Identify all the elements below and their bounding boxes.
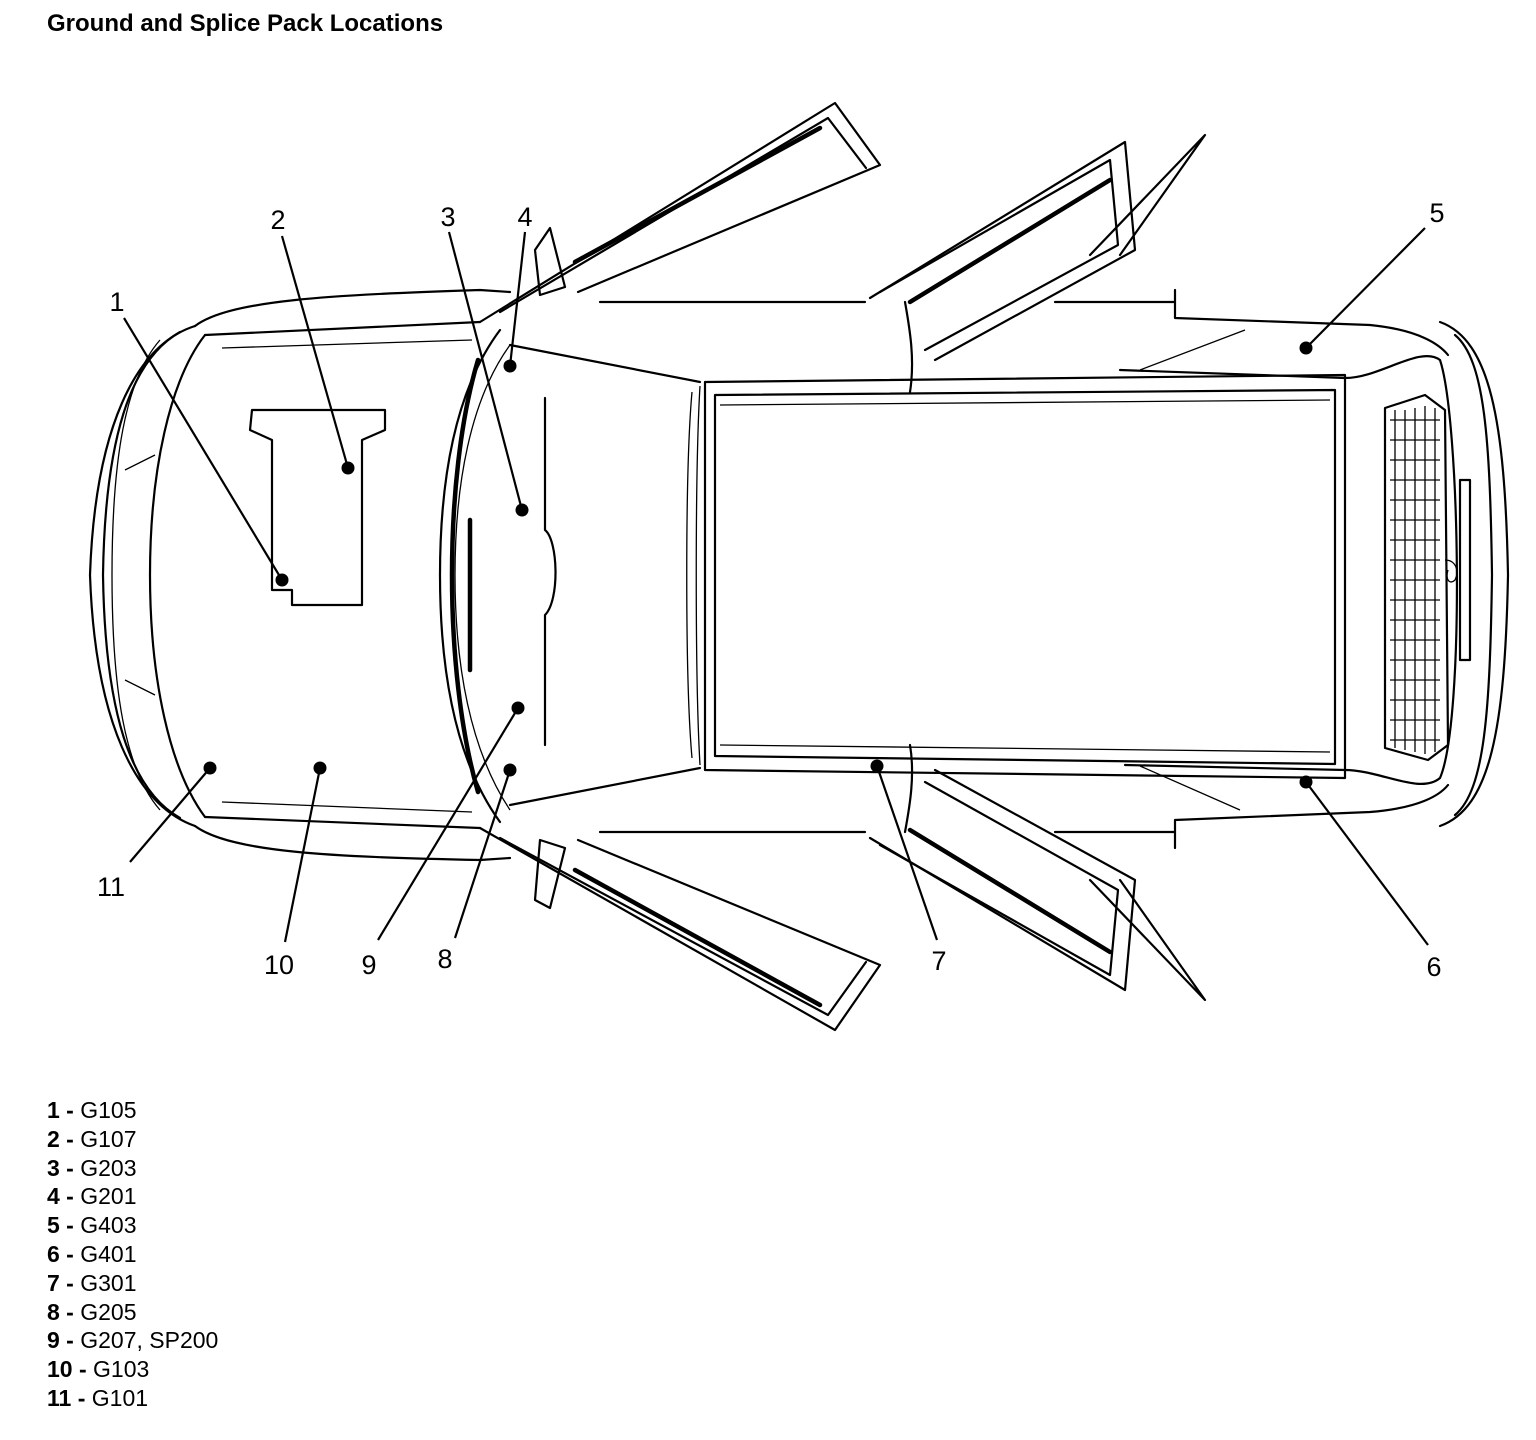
cowl-panel-line xyxy=(543,396,557,747)
legend-item: 1 - G105 xyxy=(47,1097,137,1123)
rear-left-door xyxy=(868,133,1207,362)
ground-location-dot-8 xyxy=(503,763,517,777)
callout-number-4: 4 xyxy=(517,202,532,232)
legend-item: 3 - G203 xyxy=(47,1154,137,1181)
callout-number-9: 9 xyxy=(361,950,376,980)
legend-item-number: 10 xyxy=(47,1356,73,1383)
callout-number-5: 5 xyxy=(1429,198,1444,228)
ground-location-dot-9 xyxy=(511,701,525,715)
legend-item-number: 4 xyxy=(47,1183,60,1210)
vehicle-top-view-diagram: 1 2 3 4 5 6 7 8 9 10 11 xyxy=(88,101,1510,1032)
legend-item-label: G103 xyxy=(93,1356,150,1383)
front-left-door xyxy=(478,101,882,324)
ground-location-dot-1 xyxy=(275,573,289,587)
vehicle-body-outline xyxy=(88,288,1510,862)
ground-location-dot-4 xyxy=(503,359,517,373)
legend-item-label: G203 xyxy=(80,1154,137,1181)
rear-right-door xyxy=(868,768,1207,1002)
ground-location-dot-2 xyxy=(341,461,355,475)
legend-item-label: G107 xyxy=(80,1125,137,1152)
legend-item-number: 7 xyxy=(47,1269,60,1296)
callout-leader-lines xyxy=(123,227,1429,946)
ground-location-dot-3 xyxy=(515,503,529,517)
callout-number-1: 1 xyxy=(109,287,124,317)
callout-number-2: 2 xyxy=(270,205,285,235)
legend-item: 10 - G103 xyxy=(47,1356,150,1383)
legend-item: 9 - G207, SP200 xyxy=(47,1327,219,1354)
legend-item-number: 5 xyxy=(47,1212,60,1239)
legend-list: 1 - G105 2 - G107 3 - G203 4 - G201 5 - … xyxy=(47,1096,218,1413)
front-right-door xyxy=(478,826,882,1032)
legend-item: 5 - G403 xyxy=(47,1212,137,1239)
legend-item-label: G401 xyxy=(80,1240,137,1267)
callout-number-7: 7 xyxy=(931,946,946,976)
legend-item-number: 2 xyxy=(47,1125,60,1152)
rear-defogger-grid xyxy=(1390,406,1440,754)
ground-location-dot-5 xyxy=(1299,341,1313,355)
callout-number-11: 11 xyxy=(97,872,125,902)
legend-item: 7 - G301 xyxy=(47,1269,137,1296)
ground-location-dot-7 xyxy=(870,759,884,773)
legend-item-label: G201 xyxy=(80,1183,137,1210)
legend-item: 4 - G201 xyxy=(47,1183,137,1210)
legend-item: 2 - G107 xyxy=(47,1125,137,1152)
callout-number-8: 8 xyxy=(437,944,452,974)
legend-item: 6 - G401 xyxy=(47,1240,137,1267)
legend-item-number: 8 xyxy=(47,1298,60,1325)
legend-item-label: G205 xyxy=(80,1298,137,1325)
legend-item: 11 - G101 xyxy=(47,1384,149,1411)
ground-location-dot-11 xyxy=(203,761,217,775)
legend-item-label: G207, SP200 xyxy=(80,1327,219,1354)
legend-item-number: 11 xyxy=(47,1384,72,1411)
legend-item: 8 - G205 xyxy=(47,1298,137,1325)
legend-item-label: G403 xyxy=(80,1212,137,1239)
diagram-title: Ground and Splice Pack Locations xyxy=(47,10,444,37)
engine-compartment-component xyxy=(248,408,387,607)
callout-number-3: 3 xyxy=(440,202,455,232)
legend-item-number: 9 xyxy=(47,1327,60,1354)
ground-location-dot-10 xyxy=(313,761,327,775)
callout-number-6: 6 xyxy=(1426,952,1441,982)
legend-item-number: 3 xyxy=(47,1154,60,1181)
legend-item-label: G301 xyxy=(80,1269,137,1296)
ground-location-dot-6 xyxy=(1299,775,1313,789)
legend-item-number: 1 xyxy=(47,1097,60,1123)
legend-item-number: 6 xyxy=(47,1240,60,1267)
legend-item-label: G101 xyxy=(91,1384,149,1411)
callout-number-10: 10 xyxy=(264,950,294,980)
legend-item-label: G105 xyxy=(80,1097,137,1123)
